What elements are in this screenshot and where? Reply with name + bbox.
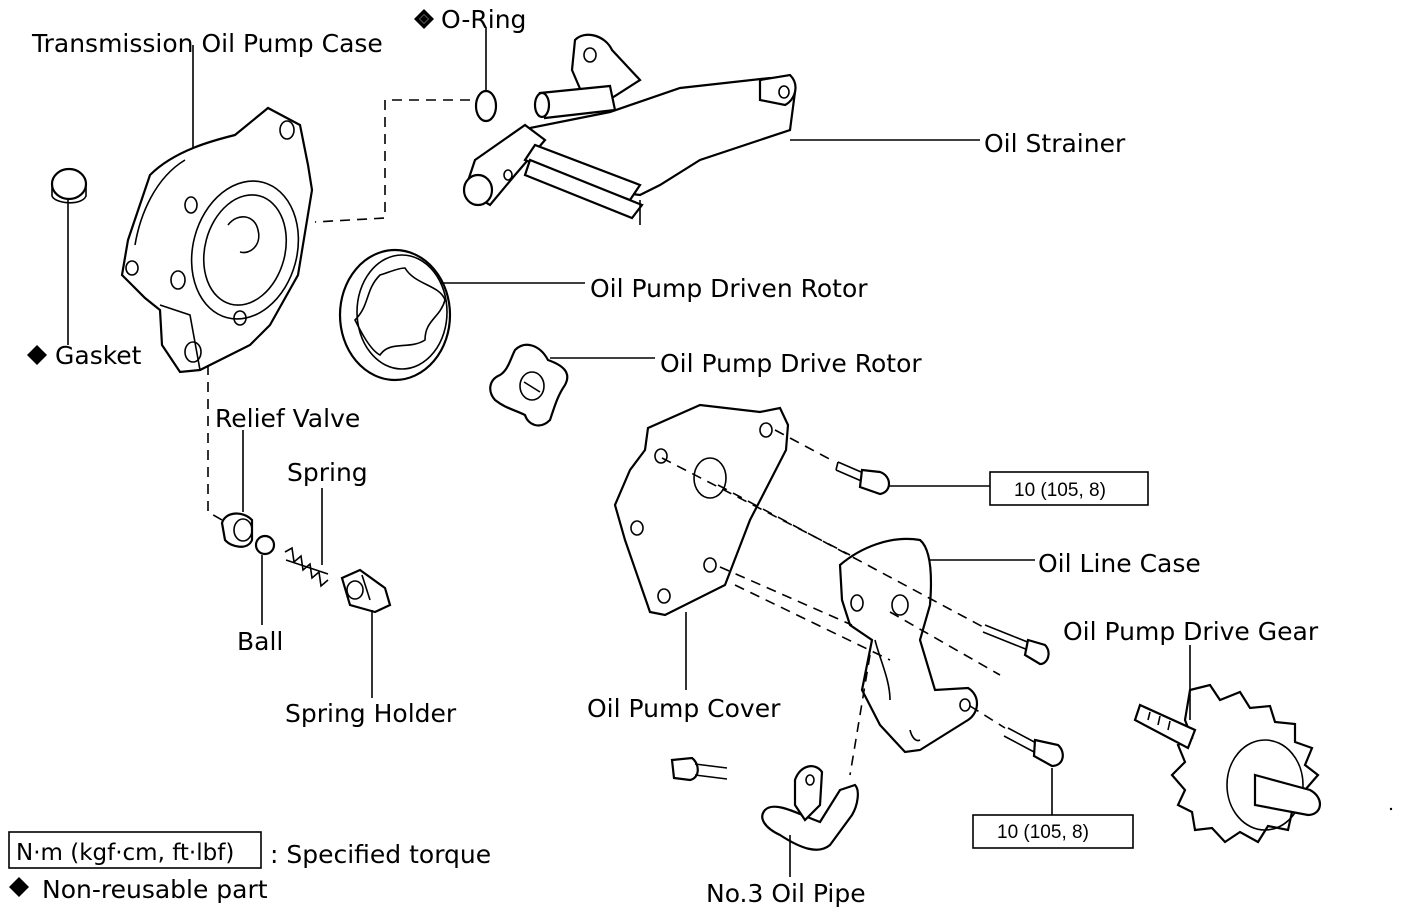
alignment-dashes [207,99,1006,776]
label-gasket-group: Gasket [27,341,142,370]
label-relief-valve: Relief Valve [215,404,360,433]
oil-pump-case-drawing [120,106,314,374]
label-pump-cover: Oil Pump Cover [587,694,781,723]
label-gasket: Gasket [55,341,142,370]
drive-gear-drawing [1133,683,1321,844]
label-line-case: Oil Line Case [1038,549,1201,578]
legend-torque-unit: N·m (kgf·cm, ft·lbf) [16,840,234,866]
torque-value-upper: 10 (105, 8) [1014,480,1106,501]
label-drive-gear: Oil Pump Drive Gear [1063,617,1319,646]
label-ball: Ball [237,627,283,656]
legend-nonreusable-desc: Non-reusable part [42,875,268,904]
spring-drawing [284,546,329,588]
nonreusable-diamond-icon [414,9,434,29]
torque-box-lower: 10 (105, 8) [972,814,1134,849]
gasket-drawing [50,167,88,204]
legend: N·m (kgf·cm, ft·lbf) : Specified torque … [8,831,491,904]
leader-lines [67,28,1191,877]
bolt-upper-drawing [835,461,891,496]
label-oring-group: O-Ring [414,5,526,34]
drive-rotor-drawing [489,343,569,427]
o-ring-drawing [474,89,498,123]
label-drive-rotor: Oil Pump Drive Rotor [660,349,922,378]
bolt-lower-drawing [1003,727,1064,768]
relief-valve-drawing [220,512,254,548]
ball-drawing [254,534,276,556]
label-spring-holder: Spring Holder [285,699,457,728]
legend-torque-desc: : Specified torque [270,840,491,869]
label-oring: O-Ring [441,5,526,34]
label-driven-rotor: Oil Pump Driven Rotor [590,274,868,303]
label-pump-case: Transmission Oil Pump Case [31,29,383,58]
label-spring: Spring [287,458,368,487]
oil-pump-cover-drawing [613,403,790,617]
label-oil-pipe: No.3 Oil Pipe [706,879,866,908]
nonreusable-diamond-icon [27,345,47,365]
spring-holder-drawing [340,568,392,614]
oil-pipe-drawing [761,765,859,851]
torque-value-lower: 10 (105, 8) [997,822,1089,843]
oil-strainer-drawing [462,33,797,225]
driven-rotor-drawing [338,248,452,382]
bolt-middle-drawing [982,624,1050,666]
oil-line-case-drawing [838,537,979,754]
bolt-pipe-drawing [670,756,728,782]
label-oil-strainer: Oil Strainer [984,129,1126,158]
torque-box-upper: 10 (105, 8) [989,471,1149,506]
nonreusable-diamond-icon [9,877,29,897]
